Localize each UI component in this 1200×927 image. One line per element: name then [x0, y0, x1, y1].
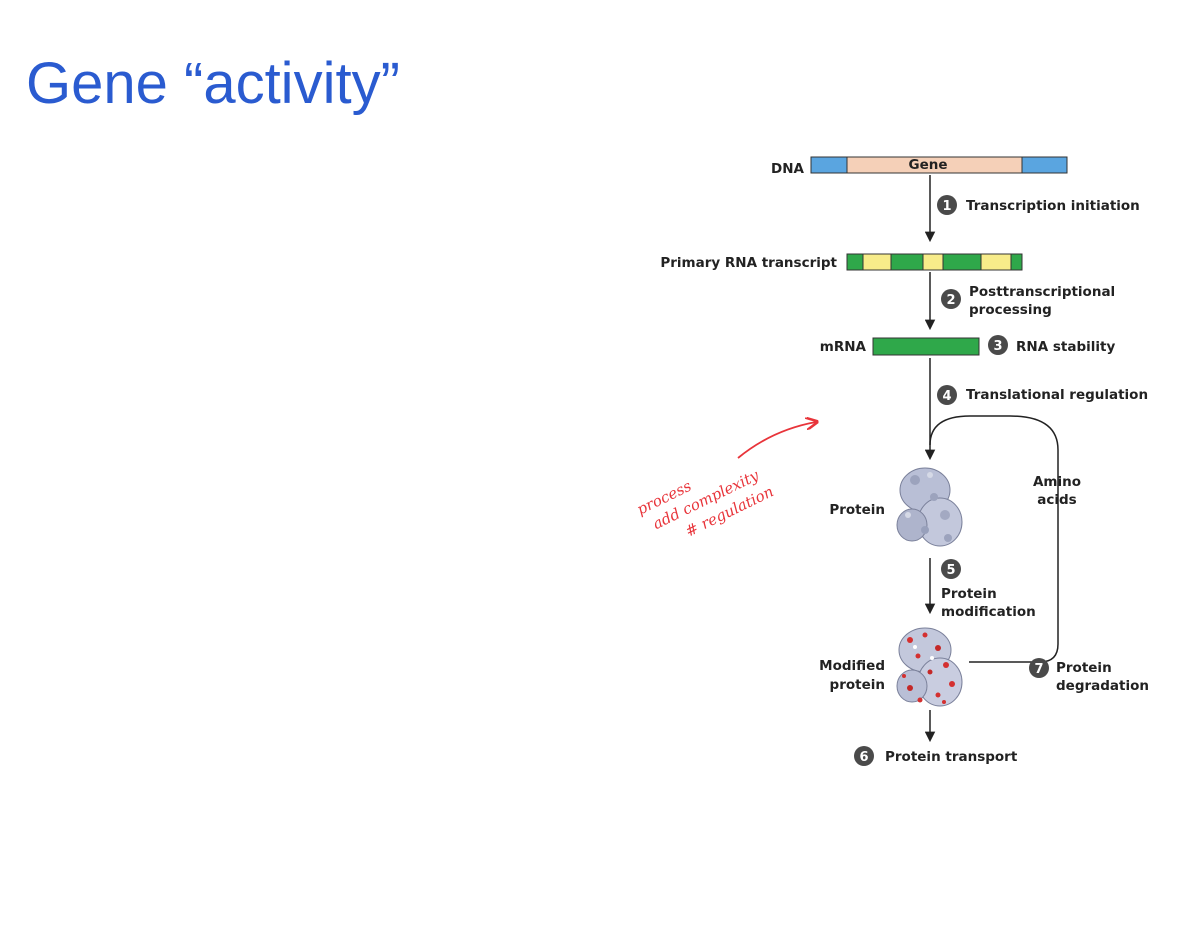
modified-protein-structure — [896, 627, 963, 707]
step-3-label: RNA stability — [1016, 339, 1115, 355]
dna-bar — [810, 156, 1068, 174]
step-1: 1 Transcription initiation — [937, 195, 1140, 215]
svg-text:2: 2 — [946, 293, 955, 308]
step-1-label: Transcription initiation — [966, 198, 1140, 214]
svg-text:5: 5 — [946, 563, 955, 578]
step-2: 2 Posttranscriptional processing — [941, 284, 1115, 318]
step-4: 4 Translational regulation — [937, 385, 1148, 405]
dna-label: DNA — [771, 161, 805, 177]
step-5-label-line-2: modification — [941, 604, 1036, 620]
mrna-bar — [872, 337, 980, 356]
step-7-label-line-1: Protein — [1056, 660, 1112, 676]
modified-protein-label-line-2: protein — [830, 677, 885, 693]
mrna-label: mRNA — [820, 339, 867, 355]
modified-protein-label-line-1: Modified — [819, 658, 885, 674]
svg-text:6: 6 — [859, 750, 868, 765]
primary-rna-label: Primary RNA transcript — [660, 255, 837, 271]
step-2-label-line-1: Posttranscriptional — [969, 284, 1115, 300]
amino-acids-label-line-2: acids — [1037, 492, 1076, 508]
step-6: 6 Protein transport — [854, 746, 1018, 766]
svg-text:3: 3 — [993, 339, 1002, 354]
step-5-label-line-1: Protein — [941, 586, 997, 602]
svg-text:4: 4 — [942, 389, 951, 404]
step-7: 7 Protein degradation — [1029, 658, 1149, 694]
step-4-label: Translational regulation — [966, 387, 1148, 403]
gene-label: Gene — [908, 157, 947, 173]
svg-text:1: 1 — [942, 199, 951, 214]
svg-text:7: 7 — [1034, 662, 1043, 677]
amino-acid-recycling-loop — [929, 415, 1059, 663]
step-6-label: Protein transport — [885, 749, 1018, 765]
annotation-arrow — [737, 422, 816, 459]
step-2-label-line-2: processing — [969, 302, 1052, 318]
step-7-label-line-2: degradation — [1056, 678, 1149, 694]
protein-label: Protein — [829, 502, 885, 518]
step-5: 5 Protein modification — [941, 559, 1036, 620]
protein-structure — [896, 467, 963, 547]
amino-acids-label-line-1: Amino — [1033, 474, 1081, 490]
slide-title: Gene “activity” — [26, 51, 400, 116]
step-3: 3 RNA stability — [988, 335, 1115, 355]
primary-rna-bar — [846, 253, 1023, 271]
handwritten-annotation: process add complexity # regulation — [634, 422, 816, 541]
